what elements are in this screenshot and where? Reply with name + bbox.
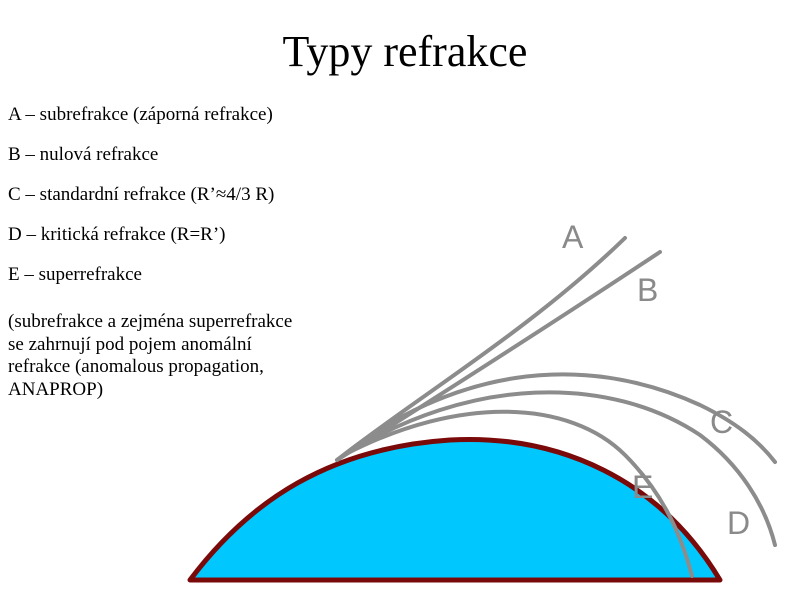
label-e: E (632, 469, 653, 505)
refraction-types-list: A – subrefrakce (záporná refrakce) B – n… (8, 103, 274, 303)
ray-b (335, 250, 662, 462)
ray-d (341, 390, 777, 547)
slide-title: Typy refrakce (282, 27, 528, 76)
anaprop-note: (subrefrakce a zejména superrefrakce se … (8, 311, 293, 400)
list-item-c: C – standardní refrakce (R’≈4/3 R) (8, 184, 275, 205)
ray-c (338, 372, 777, 464)
list-item-d: D – kritická refrakce (R=R’) (8, 224, 226, 245)
label-a: A (562, 219, 584, 255)
label-b: B (637, 272, 658, 308)
list-item-e: E – superrefrakce (8, 264, 142, 285)
ray-e (344, 409, 694, 578)
list-item-b: B – nulová refrakce (8, 144, 159, 165)
label-d: D (727, 505, 750, 541)
list-item-a: A – subrefrakce (záporná refrakce) (8, 104, 273, 125)
earth-surface (187, 436, 723, 583)
label-c: C (710, 404, 733, 440)
